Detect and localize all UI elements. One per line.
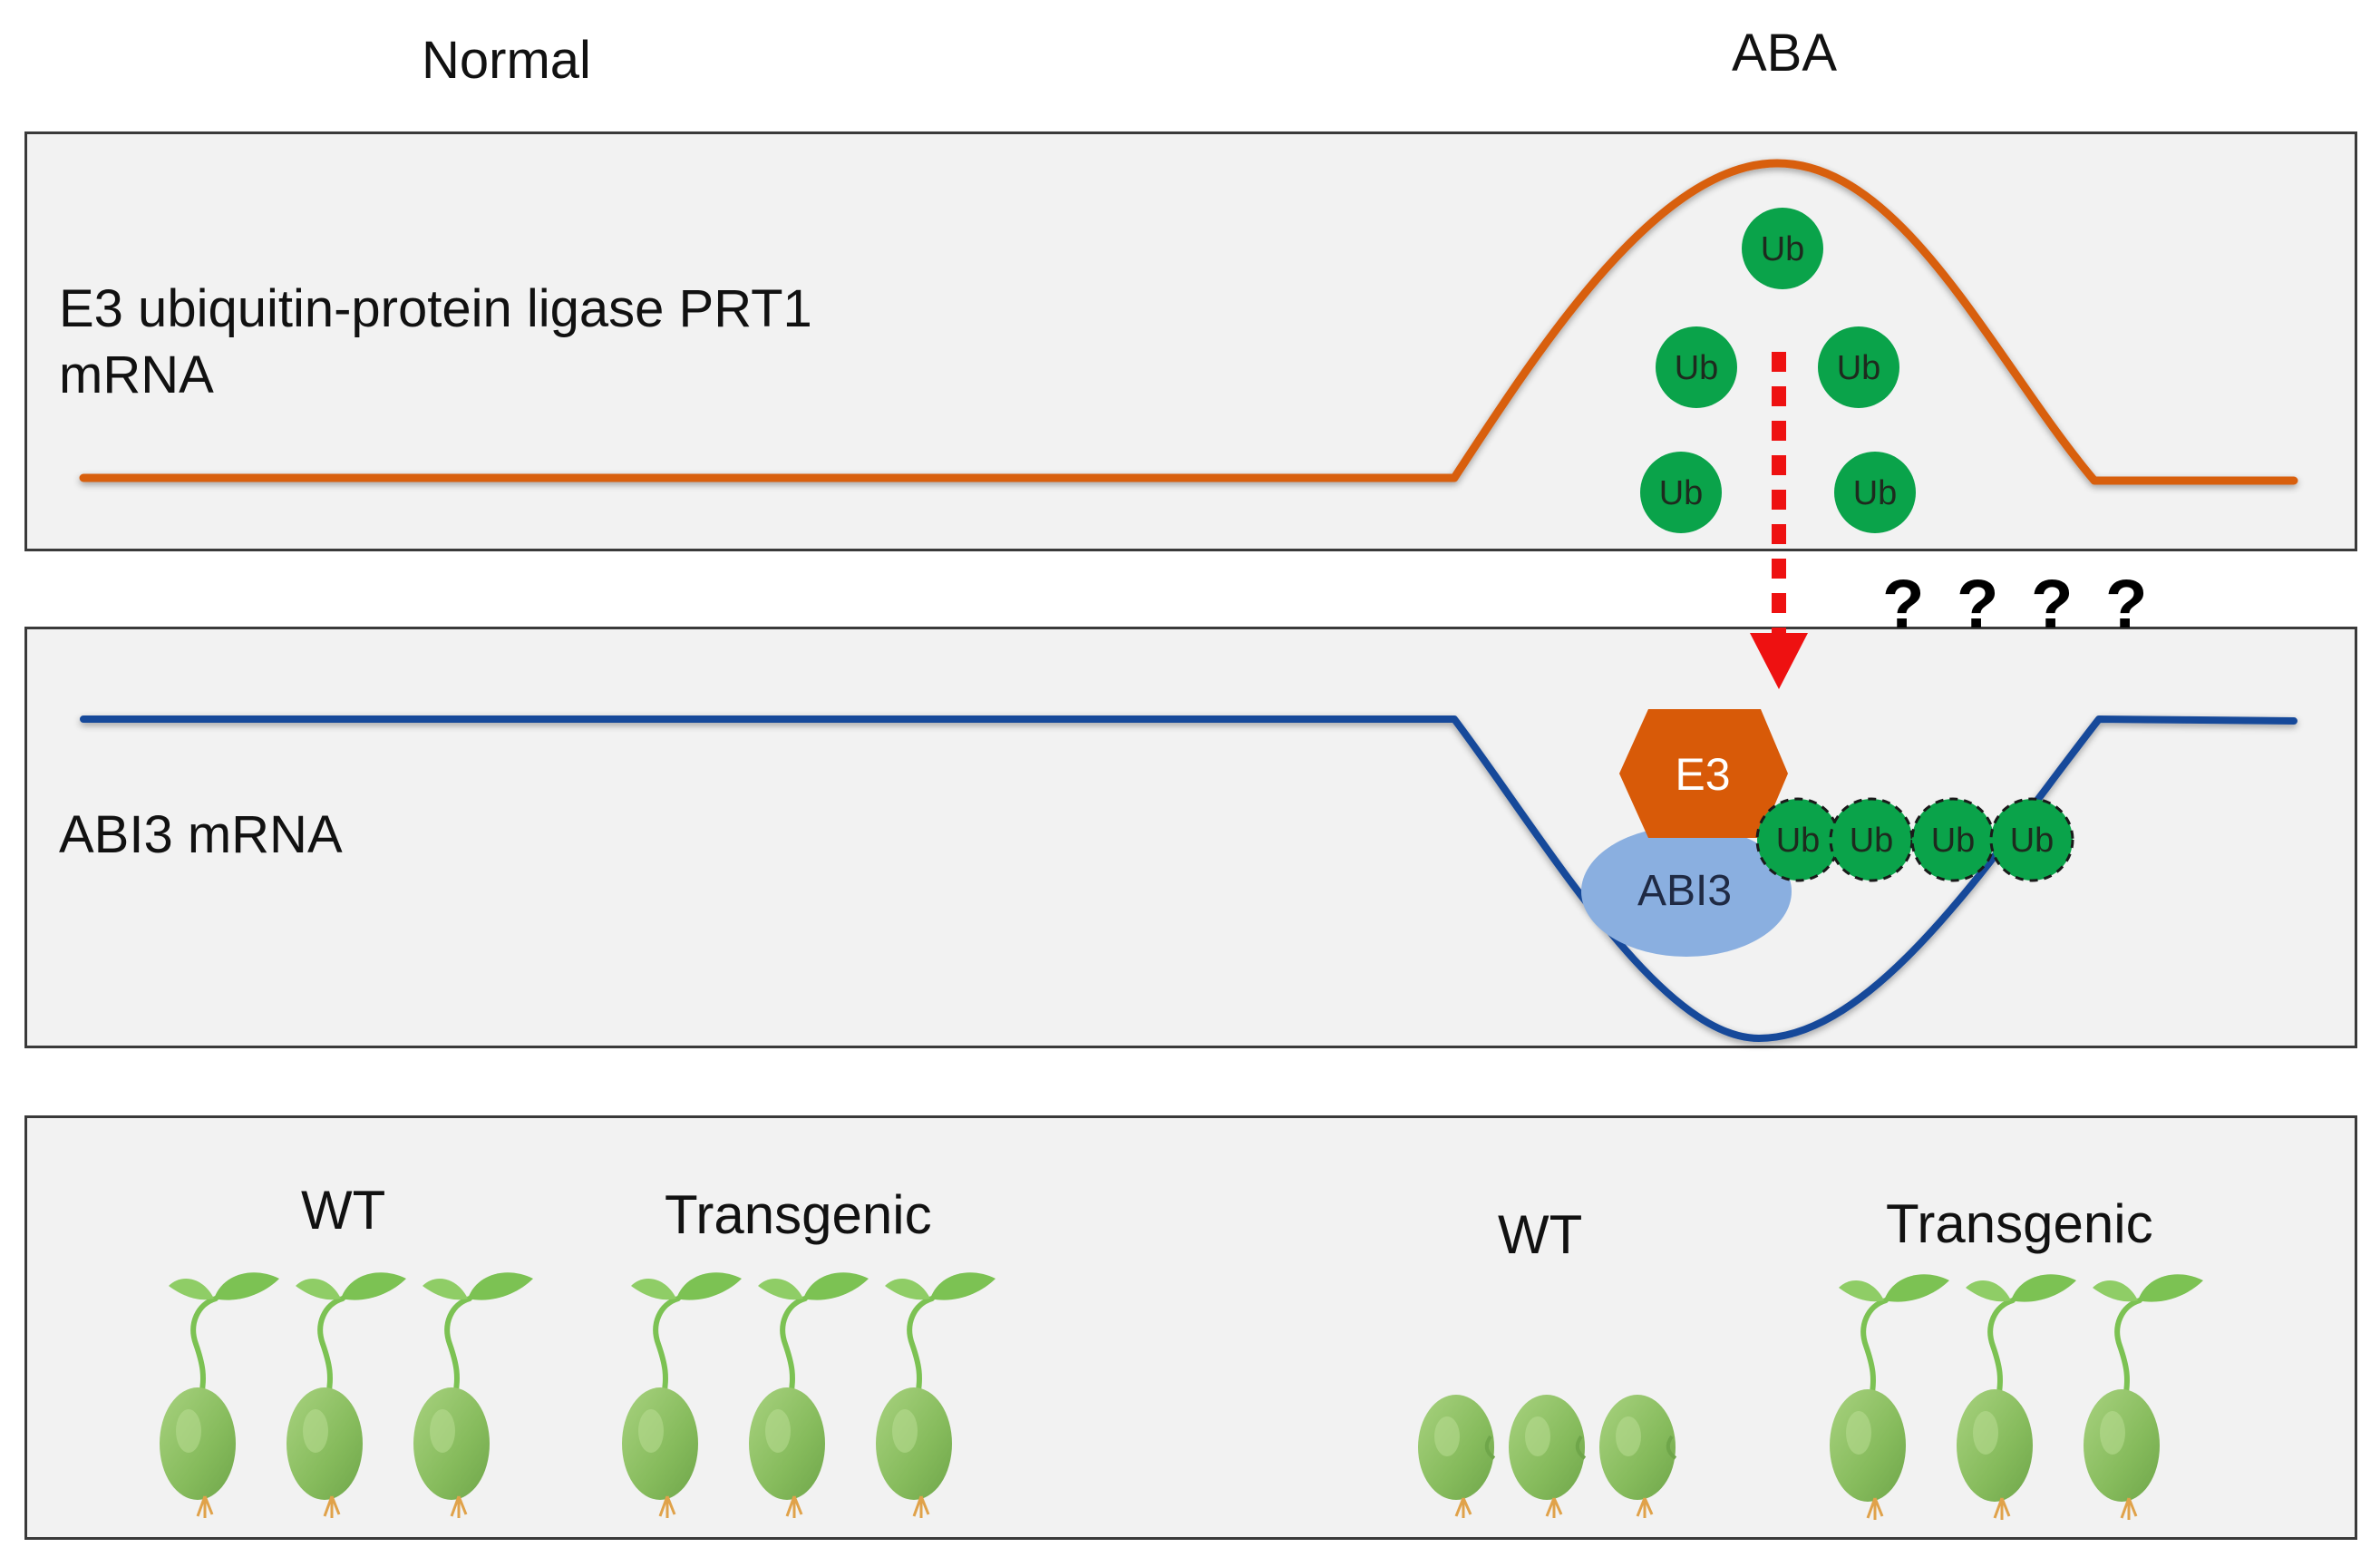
ub-molecule: Ub: [1742, 208, 1823, 289]
seed-icon: [1598, 1393, 1677, 1520]
seed-icon: [1507, 1393, 1587, 1520]
ub-chain-molecule: Ub: [1910, 797, 1996, 882]
question-mark: ?: [1957, 566, 1998, 643]
ub-chain-molecule: Ub: [1829, 797, 1914, 882]
seedling-icon: [160, 1272, 279, 1518]
ub-molecule: Ub: [1818, 326, 1899, 408]
prt1-mrna-curve: [79, 159, 2298, 485]
ub-chain-molecule: Ub: [1989, 797, 2074, 882]
svg-text:Ub: Ub: [1837, 349, 1881, 387]
seedling-icon: [1957, 1274, 2076, 1520]
svg-text:Ub: Ub: [1659, 474, 1704, 512]
seedling-icon: [749, 1272, 869, 1518]
svg-text:Ub: Ub: [1931, 822, 1976, 860]
ubiquitination-arrow: [1750, 352, 1808, 689]
seedling-icon: [622, 1272, 742, 1518]
normal-wt-label: WT: [301, 1180, 386, 1241]
seedling-icon: [287, 1272, 406, 1518]
abi3-protein: ABI3: [1581, 826, 1792, 957]
normal-transgenic-label: Transgenic: [665, 1184, 932, 1245]
question-mark: ?: [2105, 566, 2147, 643]
question-mark: ?: [1882, 566, 1924, 643]
svg-text:E3: E3: [1675, 749, 1730, 800]
seedling-icon: [876, 1272, 996, 1518]
seed-icon: [1416, 1393, 1496, 1520]
aba-wt-label: WT: [1498, 1204, 1583, 1265]
svg-text:Ub: Ub: [1853, 474, 1898, 512]
aba-condition-header: ABA: [1732, 24, 1838, 83]
ub-molecule: Ub: [1656, 326, 1737, 408]
prt1-label-line2: mRNA: [59, 345, 214, 404]
e3-ligase: E3: [1619, 709, 1788, 838]
seedling-icon: [2084, 1274, 2203, 1520]
seedling-icon: [1830, 1274, 1949, 1520]
ub-molecule: Ub: [1640, 452, 1722, 533]
svg-text:Ub: Ub: [1761, 230, 1805, 268]
ub-chain: Ub Ub Ub Ub: [1755, 797, 2074, 882]
prt1-label-line1: E3 ubiquitin-protein ligase PRT1: [59, 279, 812, 338]
question-mark: ?: [2031, 566, 2073, 643]
svg-text:Ub: Ub: [1776, 822, 1821, 860]
prt1-mrna-label: E3 ubiquitin-protein ligase PRT1 mRNA: [59, 277, 812, 408]
seedling-icon: [413, 1272, 533, 1518]
ub-chain-molecule: Ub: [1755, 797, 1841, 882]
aba-transgenic-label: Transgenic: [1886, 1193, 2153, 1254]
ub-molecule: Ub: [1834, 452, 1916, 533]
svg-text:Ub: Ub: [2010, 822, 2055, 860]
svg-text:Ub: Ub: [1675, 349, 1719, 387]
svg-text:Ub: Ub: [1850, 822, 1894, 860]
svg-text:ABI3: ABI3: [1637, 867, 1732, 915]
normal-condition-header: Normal: [422, 31, 591, 90]
abi3-mrna-label: ABI3 mRNA: [59, 805, 343, 864]
